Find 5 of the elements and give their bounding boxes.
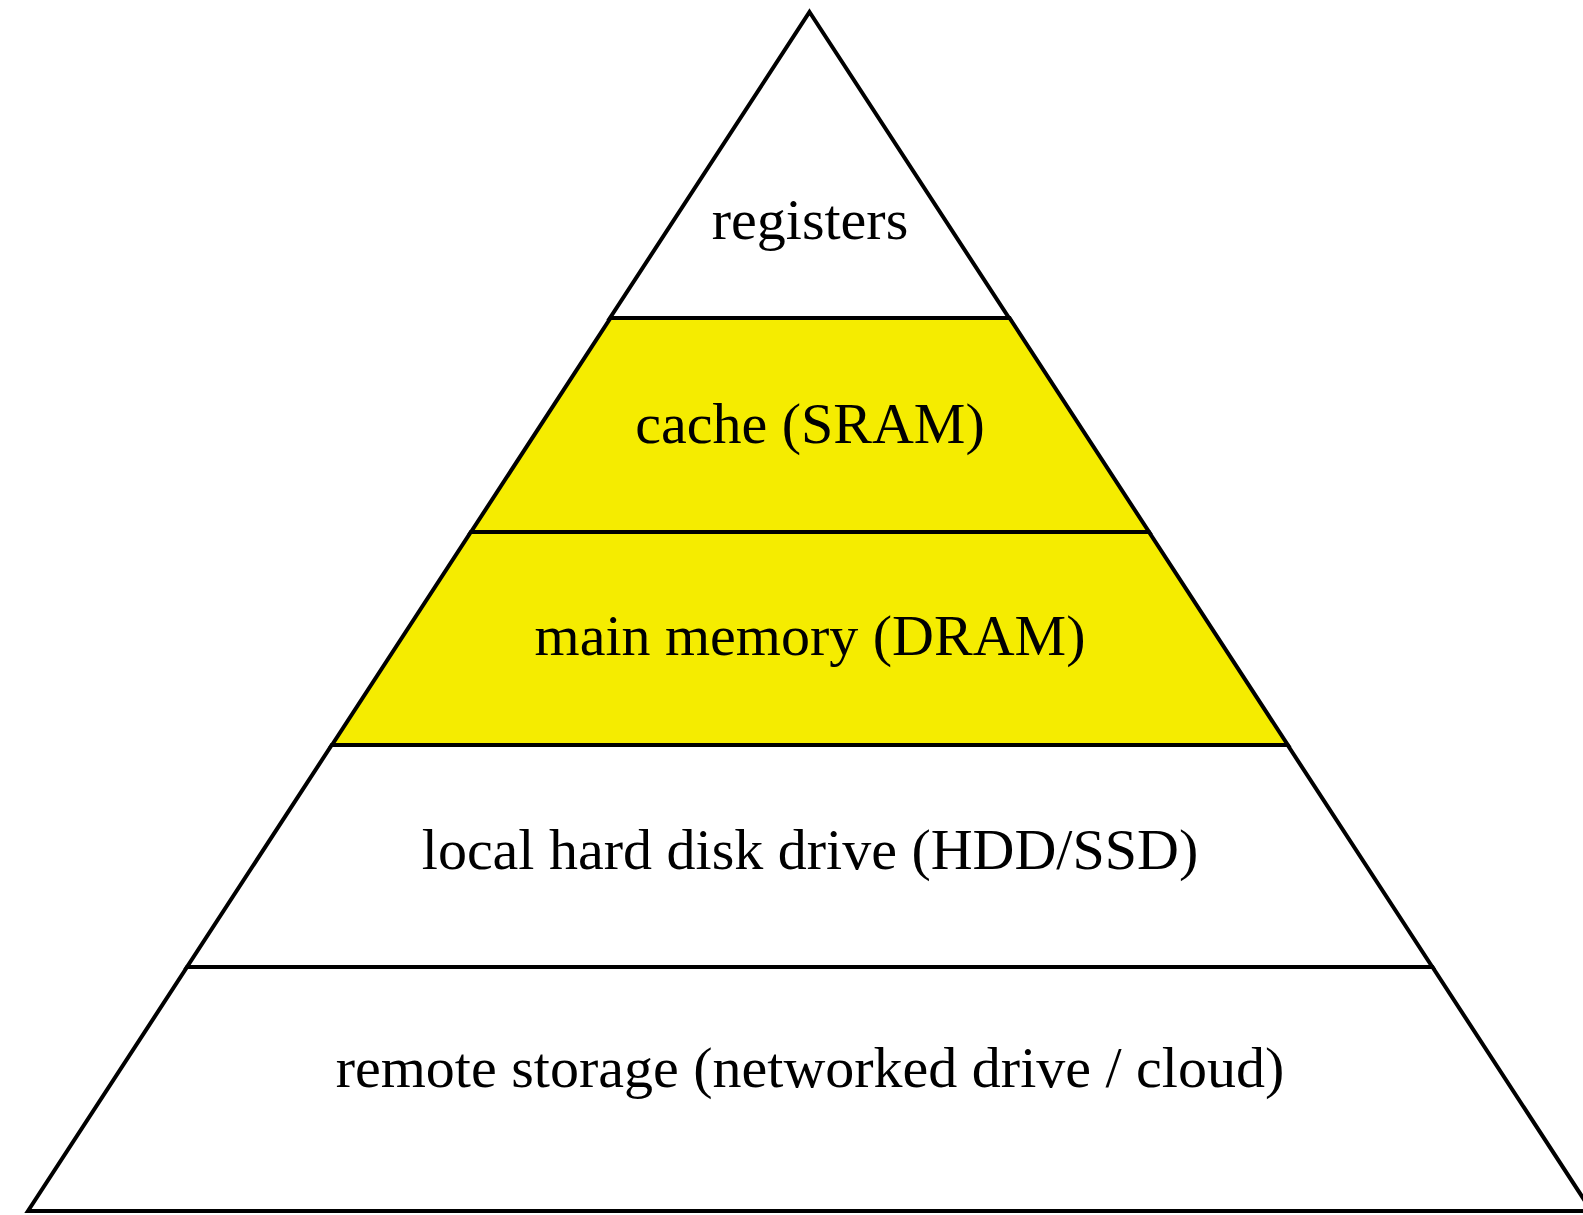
layer-label: main memory (DRAM) (534, 604, 1086, 668)
layer-label: local hard disk drive (HDD/SSD) (421, 818, 1199, 882)
layer-label: cache (SRAM) (635, 392, 985, 456)
layer-label: registers (711, 188, 909, 252)
layer-label: remote storage (networked drive / cloud) (335, 1036, 1285, 1100)
